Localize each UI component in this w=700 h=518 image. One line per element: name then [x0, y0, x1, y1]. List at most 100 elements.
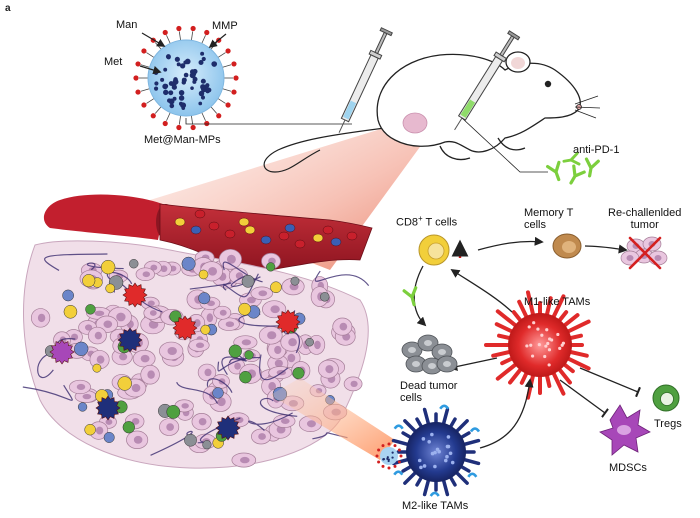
blood-cell — [260, 235, 272, 245]
antibody-shape — [402, 286, 418, 307]
arrow-cd8-to-memory — [477, 236, 544, 251]
small-np-body — [380, 447, 398, 465]
small-ligand — [387, 442, 391, 446]
mouse-tumor — [402, 112, 428, 134]
t-cell — [92, 363, 102, 373]
tumor-immune-cells — [44, 256, 335, 450]
blood-cell — [208, 221, 220, 231]
tumor-nucleus — [94, 310, 105, 317]
m1-granule — [560, 343, 564, 347]
small-ligand — [397, 460, 401, 464]
memory-t-cell — [552, 233, 582, 259]
met-dot — [171, 84, 177, 90]
man-ligand — [141, 102, 147, 108]
tumor-nucleus — [270, 305, 280, 314]
syringe-left — [338, 27, 393, 133]
man-ligand — [176, 124, 182, 131]
mouse-ear-inner — [511, 57, 525, 69]
collagen-fiber — [207, 378, 233, 393]
tumor-nucleus — [133, 435, 143, 444]
tumor-nucleus — [84, 324, 93, 331]
man-pointer — [141, 32, 166, 47]
treg — [228, 344, 242, 358]
dead-cell — [129, 259, 139, 269]
blood-cell — [224, 229, 236, 239]
label-dead: Dead tumor cells — [400, 380, 457, 404]
arrow-m1-to-dead — [448, 357, 498, 371]
tumor-nucleus — [149, 310, 157, 316]
m2-granule — [445, 454, 449, 459]
tumor-nucleus — [240, 456, 250, 464]
dead-cell — [305, 337, 314, 347]
dead-cell-nucleus — [428, 363, 436, 369]
anti-pd1-antibodies — [546, 151, 600, 185]
arrow-m2-to-m1 — [479, 378, 534, 449]
man-ligand — [190, 124, 196, 131]
tumor-nucleus — [193, 319, 201, 328]
collagen-fiber — [312, 432, 348, 440]
label-dead-line2: cells — [400, 392, 423, 404]
label-m1: M1-like TAMs — [524, 296, 591, 308]
small-ligand — [377, 448, 381, 452]
m2-granule — [446, 444, 451, 449]
tumor-nucleus — [280, 418, 290, 425]
met-dot — [198, 90, 205, 97]
tumor-nucleus — [325, 365, 334, 374]
man-ligand — [231, 61, 237, 67]
t-cell — [105, 283, 116, 294]
tumor-nucleus — [226, 254, 236, 264]
met-dot — [168, 98, 175, 105]
rechallenged-nucleus — [654, 255, 662, 261]
man-ligand — [135, 89, 141, 95]
met-dot — [160, 77, 165, 82]
t-cell — [63, 305, 78, 319]
m2-granule — [417, 458, 422, 463]
mouse-tail — [263, 127, 386, 173]
nanoparticle — [212, 387, 224, 399]
met-dot — [166, 55, 171, 60]
t-cell — [82, 274, 96, 288]
met-dot — [181, 77, 187, 83]
tumor-nucleus — [131, 417, 140, 425]
dead-cell — [241, 274, 255, 288]
label-particle: Met@Man-MPs — [144, 134, 221, 146]
mouse-whiskers — [574, 95, 601, 119]
antibody-near-cd8 — [402, 286, 418, 307]
nanoparticle — [77, 402, 88, 412]
label-mdscs: MDSCs — [609, 462, 647, 474]
tissue-macrophage — [49, 339, 75, 365]
m2-granule — [433, 450, 437, 455]
tumor-nucleus — [268, 382, 277, 391]
collagen-fiber — [222, 261, 263, 283]
collagen-fiber — [22, 384, 73, 401]
mannose-receptor — [429, 491, 440, 497]
label-rechallenged-line1: Re-challenlded — [608, 207, 682, 219]
tumor-nucleus — [267, 331, 277, 340]
treg — [166, 404, 181, 419]
label-met: Met — [104, 56, 123, 68]
tumor-nucleus — [131, 383, 141, 393]
dead-cell-nucleus — [412, 361, 420, 367]
dead-cell-nucleus — [424, 340, 432, 346]
collagen-fiber — [221, 356, 245, 376]
vessel-cells — [174, 209, 358, 249]
label-rechallenged-line2: tumor — [630, 219, 659, 231]
blood-cell — [174, 217, 186, 227]
collagen-fiber — [189, 282, 232, 291]
antibody-shape — [569, 164, 586, 185]
man-ligand — [225, 102, 231, 108]
m2-beam — [270, 378, 395, 460]
tissue-macrophage — [275, 309, 301, 335]
collagen-fiber — [259, 354, 289, 381]
antipd1-leader-line — [461, 117, 548, 173]
met-dot — [180, 63, 186, 69]
tissue-macrophage — [95, 395, 121, 421]
mannose-receptor — [393, 470, 404, 476]
m1-granule — [529, 343, 533, 347]
m1-granule — [545, 328, 549, 332]
met-dot — [198, 59, 204, 65]
tissue-macrophage — [117, 327, 143, 353]
dead-cell — [184, 433, 197, 447]
antibody — [546, 160, 561, 182]
blood-cell — [194, 209, 206, 219]
